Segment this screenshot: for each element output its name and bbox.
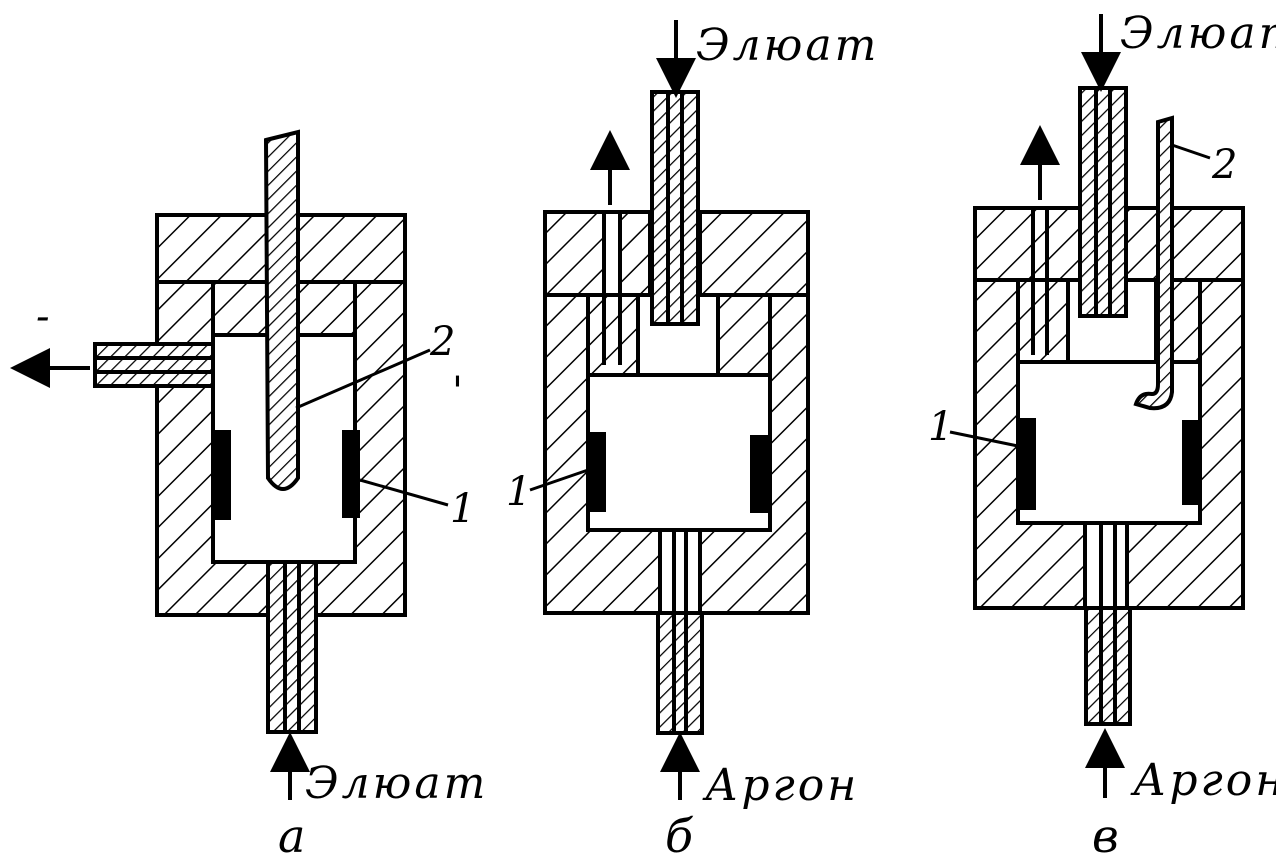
panel-b: Элюат 1 Аргон б (506, 20, 879, 860)
panel-b-flow-in-label: Аргон (702, 760, 859, 811)
panel-b-callout-1: 1 (506, 469, 531, 515)
panel-a-flow-in-label: Элюат (305, 758, 488, 809)
panel-c-leader-2 (1171, 143, 1211, 160)
panel-c-body (973, 86, 1245, 726)
panel-c-flow-in-label: Аргон (1130, 755, 1276, 806)
panel-c-callout-2: 2 (1211, 142, 1237, 188)
panel-a: - 2 ' 1 Элюат а (10, 129, 488, 860)
panel-a-left-electrode (213, 430, 231, 520)
panel-b-body (543, 90, 810, 735)
panel-b-flow-top-label: Элюат (696, 20, 879, 71)
panel-c-flow-top-label: Элюат (1120, 8, 1276, 59)
panel-c-caption: в (1092, 809, 1119, 860)
panel-a-caption: а (278, 809, 305, 860)
panel-a-outlet-mark: - (36, 294, 50, 340)
panel-c-leader-1 (949, 430, 1019, 448)
panel-b-leader-1 (529, 468, 589, 492)
panel-c-left-electrode (1018, 418, 1036, 510)
panel-c: Элюат 2 1 Аргон в (928, 8, 1276, 860)
panel-a-callout-1: 1 (450, 486, 475, 532)
panel-a-leader-2 (295, 348, 431, 410)
panel-c-callout-1: 1 (928, 404, 953, 450)
panel-c-right-electrode (1182, 420, 1200, 505)
panel-b-right-electrode (750, 435, 768, 513)
panel-a-stray-mark: ' (452, 369, 463, 415)
panel-b-left-electrode (588, 432, 606, 512)
panel-a-callout-2: 2 (429, 319, 455, 365)
panel-a-leader-1 (359, 478, 449, 507)
panel-a-body (93, 129, 407, 734)
panel-b-caption: б (665, 809, 694, 860)
panel-a-right-electrode (342, 430, 360, 518)
